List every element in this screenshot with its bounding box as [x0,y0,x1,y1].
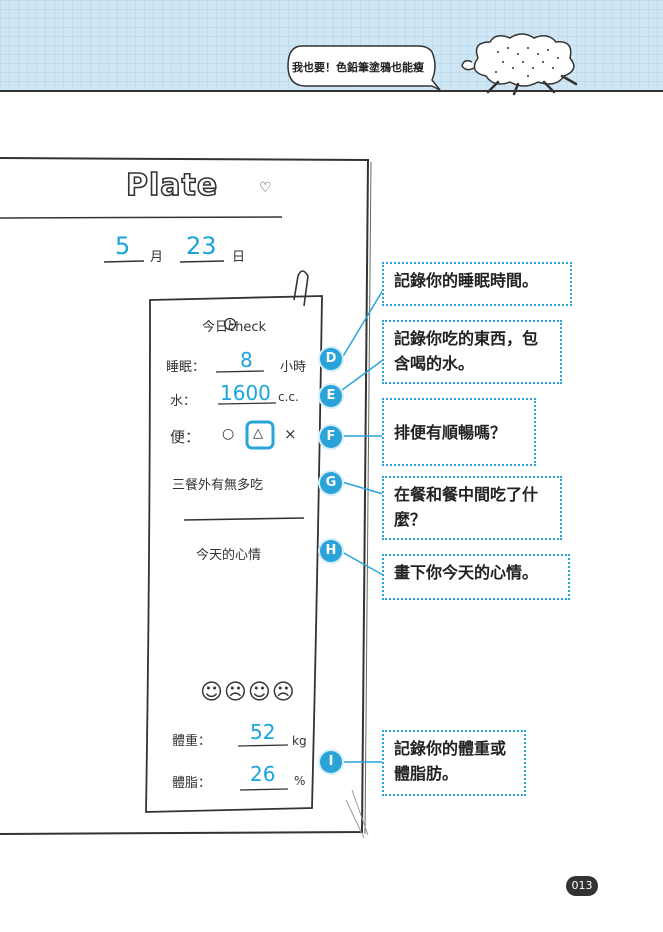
badge-e: E [320,385,342,407]
sleep-label: 睡眠： [166,360,206,375]
snack-label: 三餐外有無多吃 [172,478,264,493]
heart-icon: ♡ [259,180,272,196]
date-month: 5 [115,232,131,260]
badge-i: I [320,751,342,773]
card-heading: 今日check [202,320,267,335]
fat-value: 26 [250,762,276,786]
callout-g: 在餐和餐中間吃了什麼？ [382,476,562,540]
badge-h: H [320,540,342,562]
date-month-unit: 月 [150,250,164,265]
page-number: 013 [566,876,598,896]
callout-e: 記錄你吃的東西，包含喝的水。 [382,320,562,384]
badge-g: G [320,472,342,494]
sheep-icon [461,33,578,96]
mood-label: 今天的心情 [196,548,262,563]
date-day-unit: 日 [232,250,246,265]
weight-unit: kg [292,734,307,748]
water-label: 水： [170,394,197,409]
callout-i: 記錄你的體重或體脂肪。 [382,730,526,796]
badge-f: F [320,426,342,448]
stool-option-triangle: △ [253,426,263,441]
weight-value: 52 [250,720,276,744]
speech-bubble [287,45,441,91]
water-value: 1600 [220,381,271,405]
stool-label: 便： [170,428,201,446]
weight-label: 體重： [172,734,212,749]
fat-unit: % [294,774,306,788]
notebook-title: Plate [125,167,219,204]
sleep-value: 8 [240,348,253,372]
sleep-unit: 小時 [280,360,307,375]
fat-label: 體脂： [172,776,212,791]
bubble-text: 我也要！色鉛筆塗鴉也能瘦 [292,61,424,74]
stool-option-x: × [284,425,297,443]
callout-d: 記錄你的睡眠時間。 [382,262,572,306]
badge-d: D [320,348,342,370]
callout-h: 畫下你今天的心情。 [382,554,570,600]
water-unit: c.c. [278,390,299,404]
callout-f: 排便有順暢嗎？ [382,398,536,466]
stool-option-o: ○ [222,426,235,442]
header-divider [0,90,663,92]
date-day: 23 [186,232,217,260]
mood-faces-icon: ☺☹☺☹ [200,680,296,705]
